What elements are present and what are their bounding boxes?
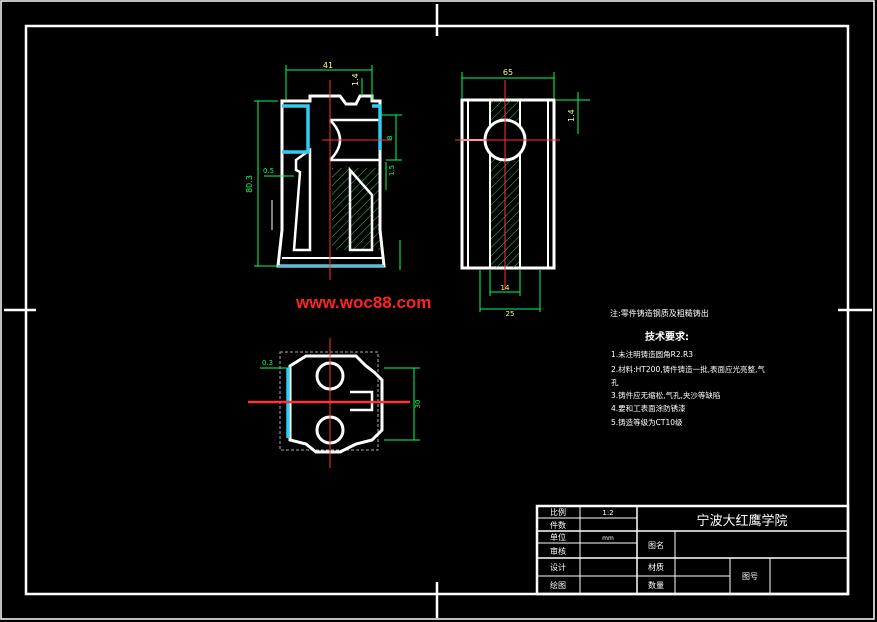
school-name: 宁波大红鹰学院 [696,513,787,529]
casting-note: 注:零件铸造钢质及粗糙铸出 [610,308,709,318]
technical-notes: 注:零件铸造钢质及粗糙铸出 技术要求: 1.未注明铸造圆角R2.R3 2.材料:… [610,308,765,427]
dim-front-top-width: 41 [323,61,333,70]
tb-drawing-no-label: 图号 [742,572,758,581]
tb-drawing-name-label: 图名 [648,540,664,550]
tb-label-count: 件数 [550,520,566,530]
note-item: 5.铸造等级为CT10级 [611,417,683,427]
dim-front-right-mid: 8 [386,136,394,140]
dim-front-left-small: 0.5 [263,167,274,175]
tb-material-label: 材质 [648,562,664,572]
tb-label-unit: 单位 [550,532,566,542]
notes-heading: 技术要求: [645,330,689,343]
note-item: 孔 [611,378,619,387]
title-block [535,504,850,596]
side-view-dimensions [461,72,590,312]
note-item: 4.要和工表面涂防锈漆 [611,403,686,413]
dim-plan-right-height: 30 [414,400,422,409]
note-item: 2.材料:HT200,铸件铸造一批,表面应光亮整,气 [611,364,765,374]
dim-front-right-small: 1.5 [388,165,396,176]
tb-label-design: 设计 [550,562,566,572]
dim-side-right-small: 1.4 [567,109,576,122]
note-item: 1.未注明铸造圆角R2.R3 [611,349,693,359]
tb-quantity-label: 数量 [648,580,664,590]
front-view [271,80,392,280]
watermark-text: www.woc88.com [295,293,431,312]
dim-side-bottom-inner: 14 [501,284,510,292]
tb-label-draw: 绘图 [550,580,566,590]
tb-value-scale: 1:2 [602,509,613,517]
dim-side-top-width: 65 [503,68,513,77]
tb-label-scale: 比例 [550,507,566,517]
tb-value-unit: mm [602,535,614,542]
side-view [455,80,560,290]
dim-side-bottom-outer: 25 [506,310,515,318]
tb-label-review: 审核 [550,546,566,556]
note-item: 3.铸件应无缩松,气孔,夹沙等缺陷 [611,390,720,400]
dim-front-height: 80.3 [245,175,254,193]
plan-view-dimensions [260,367,420,441]
dim-plan-left-small: 0.3 [262,359,273,367]
plan-view [248,338,410,468]
dim-front-top-right: 1.4 [351,73,360,86]
front-view-dimensions [254,65,402,270]
